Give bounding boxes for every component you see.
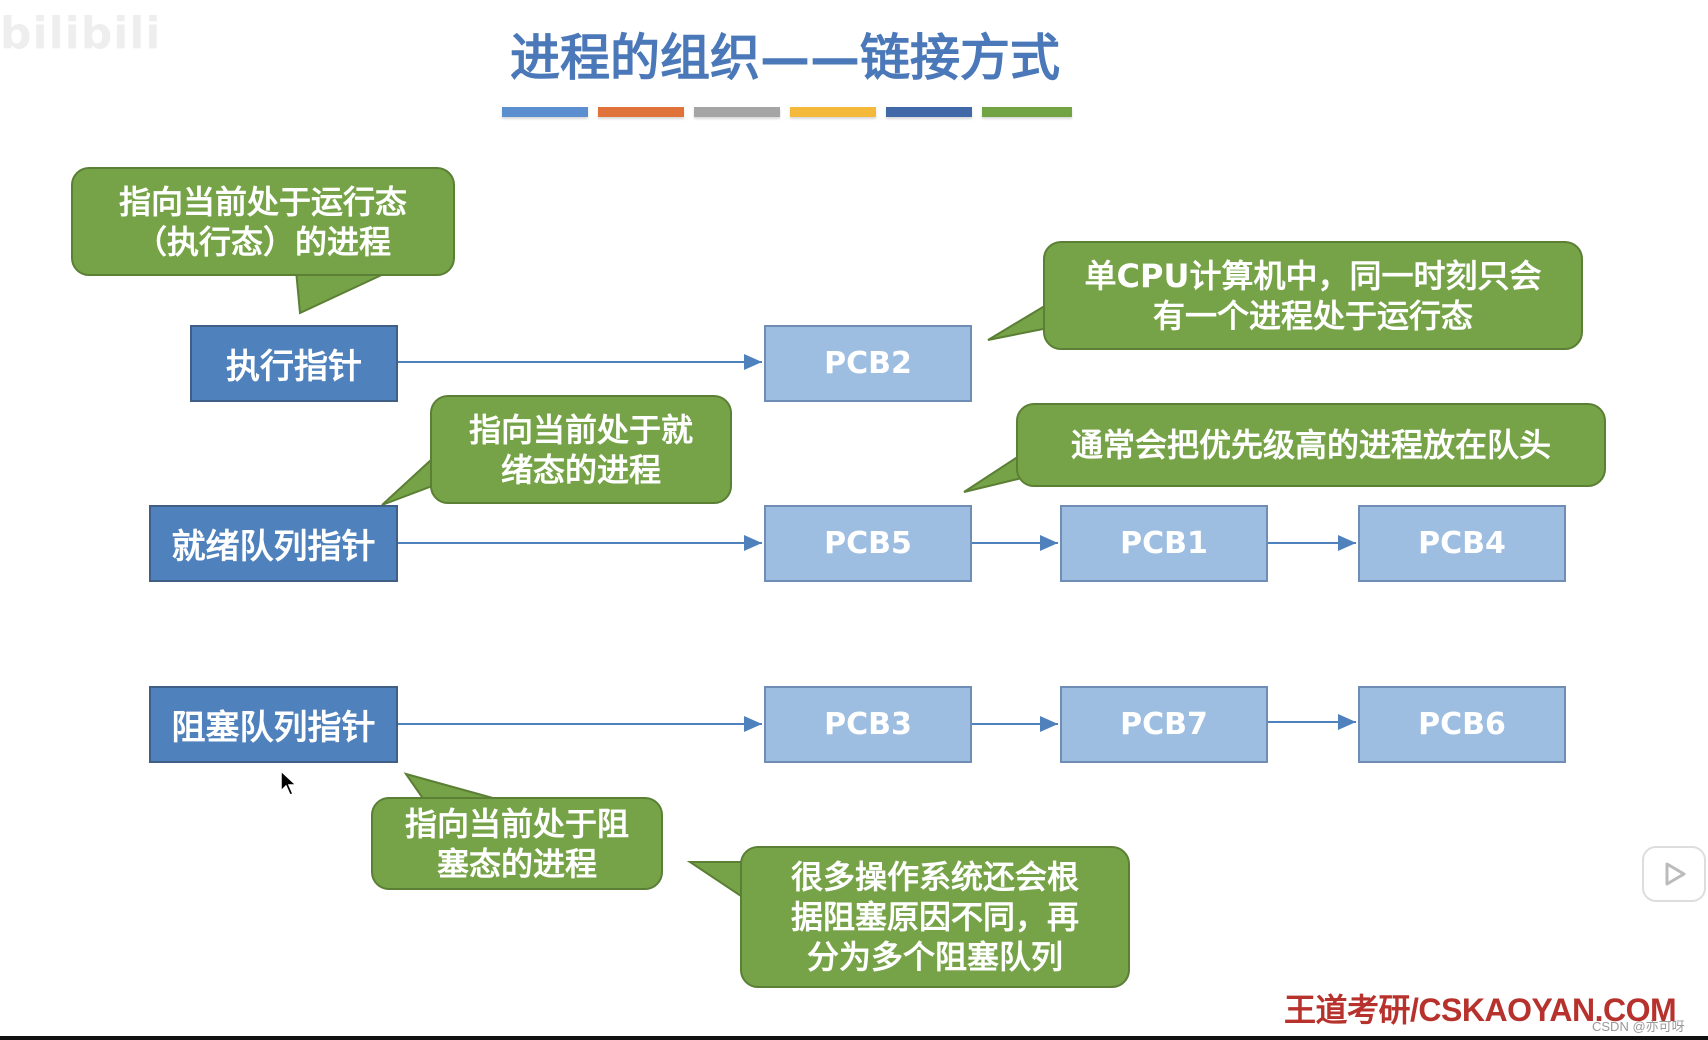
pcb-box: PCB3 xyxy=(764,686,972,763)
callout-tail-exec xyxy=(294,268,389,315)
callout-line: 有一个进程处于运行态 xyxy=(1152,296,1473,335)
callout-line: 据阻塞原因不同，再 xyxy=(790,898,1079,936)
bottom-bar xyxy=(0,1036,1708,1040)
play-button[interactable] xyxy=(1642,846,1706,902)
csdn-credit: CSDN @亦可呀 xyxy=(1592,1019,1685,1034)
title-stripe-3 xyxy=(694,107,780,117)
callout-line: 指向当前处于就 xyxy=(468,410,693,449)
callout-line: 通常会把优先级高的进程放在队头 xyxy=(1070,426,1551,464)
blocked-queue-pointer-label: 阻塞队列指针 xyxy=(171,708,376,748)
callout-tail-single-cpu xyxy=(987,302,1049,341)
callout-multiple-blocked-queues: 很多操作系统还会根 据阻塞原因不同，再 分为多个阻塞队列 xyxy=(740,846,1130,988)
blocked-queue-pointer-box: 阻塞队列指针 xyxy=(149,686,398,763)
callout-line: （执行态）的进程 xyxy=(134,222,391,261)
callout-line: 很多操作系统还会根 xyxy=(790,858,1079,896)
pcb-box: PCB1 xyxy=(1060,505,1268,582)
pcb-label: PCB6 xyxy=(1418,707,1506,742)
pcb-label: PCB4 xyxy=(1418,526,1506,561)
ready-queue-pointer-box: 就绪队列指针 xyxy=(149,505,398,582)
callout-blocked-pointer: 指向当前处于阻 塞态的进程 xyxy=(371,797,663,890)
callout-single-cpu: 单CPU计算机中，同一时刻只会 有一个进程处于运行态 xyxy=(1043,241,1583,350)
pcb-label: PCB3 xyxy=(824,707,912,742)
exec-pointer-box: 执行指针 xyxy=(190,325,398,402)
callout-tail-priority xyxy=(963,452,1023,493)
footer-brand: 王道考研/CSKAOYAN.COM xyxy=(1284,992,1677,1028)
pcb-label: PCB5 xyxy=(824,526,912,561)
bilibili-watermark: bilibili xyxy=(0,8,162,59)
pcb-label: PCB7 xyxy=(1120,707,1208,742)
callout-line: 单CPU计算机中，同一时刻只会 xyxy=(1084,256,1542,295)
callout-exec-pointer: 指向当前处于运行态 （执行态）的进程 xyxy=(71,167,455,276)
title-stripe-2 xyxy=(598,107,684,117)
callout-ready-pointer: 指向当前处于就 绪态的进程 xyxy=(430,395,732,504)
pcb-box: PCB6 xyxy=(1358,686,1566,763)
title-stripe-5 xyxy=(886,107,972,117)
pcb-label: PCB2 xyxy=(824,346,912,381)
callout-priority: 通常会把优先级高的进程放在队头 xyxy=(1016,403,1606,487)
pcb-label: PCB1 xyxy=(1120,526,1208,561)
callout-line: 绪态的进程 xyxy=(500,450,661,489)
callout-line: 分为多个阻塞队列 xyxy=(806,938,1063,976)
title-stripe-6 xyxy=(982,107,1072,117)
ready-queue-pointer-label: 就绪队列指针 xyxy=(171,527,376,567)
play-icon xyxy=(1665,862,1686,886)
callout-line: 指向当前处于阻 xyxy=(404,804,629,843)
mouse-cursor-icon xyxy=(280,769,298,796)
slide-title: 进程的组织——链接方式 xyxy=(510,29,1060,87)
exec-pointer-label: 执行指针 xyxy=(226,347,362,387)
title-stripe-1 xyxy=(502,107,588,117)
pcb-box: PCB2 xyxy=(764,325,972,402)
callout-line: 指向当前处于运行态 xyxy=(118,182,407,221)
title-stripe-4 xyxy=(790,107,876,117)
pcb-box: PCB7 xyxy=(1060,686,1268,763)
callout-line: 塞态的进程 xyxy=(436,844,597,883)
pcb-box: PCB4 xyxy=(1358,505,1566,582)
callout-tail-multi xyxy=(686,861,745,900)
pcb-box: PCB5 xyxy=(764,505,972,582)
